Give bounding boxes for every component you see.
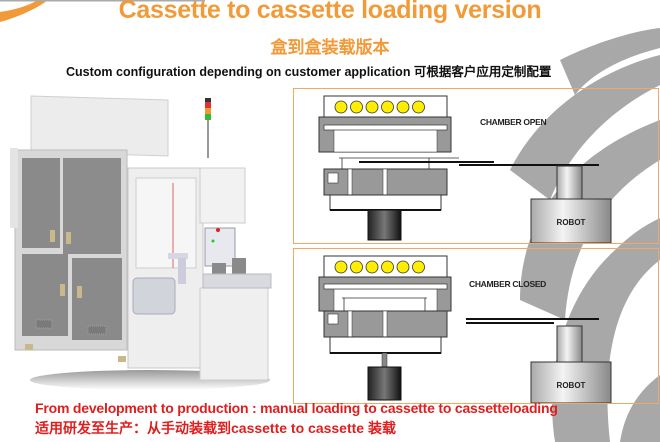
- page-subtitle-chinese: 盒到盒装载版本: [270, 38, 390, 57]
- machine-image: [10, 95, 272, 390]
- machine-foot: [118, 356, 126, 362]
- wafer: [365, 100, 379, 114]
- signal-tower-red: [205, 102, 211, 108]
- wafer: [350, 260, 363, 274]
- chamber-port: [327, 172, 339, 184]
- chamber-slot: [382, 168, 388, 196]
- lift-rod: [381, 352, 388, 368]
- wafer: [396, 260, 410, 274]
- vent-grille: [35, 319, 53, 329]
- cabinet-door-upper-right: [63, 158, 121, 254]
- chamber-lid-inner: [333, 128, 438, 153]
- robot-arm-column: [178, 258, 186, 284]
- footer-chinese-note: 适用研发至生产：从手动装载到cassette to cassette 装载: [35, 420, 396, 436]
- chamber-closed-diagram: ROBOT CHAMBER CLOSED: [318, 255, 612, 404]
- cassette-holder: [232, 258, 246, 274]
- wafer: [381, 100, 394, 114]
- swoosh-5: [620, 375, 660, 442]
- chamber-slot: [347, 310, 353, 338]
- wafer: [412, 100, 425, 114]
- robot-column: [556, 165, 583, 200]
- emergency-stop: [216, 228, 220, 232]
- machine-foot: [25, 344, 33, 350]
- wafer-row: [334, 260, 425, 274]
- robot-label: ROBOT: [557, 381, 586, 390]
- robot-body: [530, 361, 612, 404]
- robot-body: [530, 198, 612, 244]
- indicator-light: [211, 239, 215, 243]
- chamber-stand: [329, 336, 442, 354]
- chamber-state-label: CHAMBER OPEN: [480, 117, 546, 127]
- configuration-note: Custom configuration depending on custom…: [66, 65, 552, 79]
- chamber-open-diagram: ROBOT CHAMBER OPEN: [318, 95, 612, 244]
- control-panel: [204, 227, 236, 267]
- left-side-panel: [10, 148, 18, 228]
- door-handle: [66, 232, 71, 244]
- wafer-row: [334, 100, 425, 114]
- chamber-state-label: CHAMBER CLOSED: [469, 279, 546, 289]
- lift-cylinder: [367, 209, 402, 241]
- lid-rail: [323, 124, 448, 131]
- wafer: [350, 100, 363, 114]
- robot-column: [556, 325, 583, 363]
- chamber-closed-diagram-panel: ROBOT CHAMBER CLOSED: [293, 248, 659, 404]
- chamber-lid-inner: [333, 288, 438, 312]
- door-handle: [60, 284, 65, 296]
- swoosh-1: [560, 28, 660, 95]
- wafer: [381, 260, 394, 274]
- footer-english-note: From development to production : manual …: [35, 400, 558, 416]
- lift-cylinder: [367, 366, 402, 401]
- machine-top-hood: [30, 95, 169, 157]
- robot-arm: [168, 253, 188, 259]
- top-left-orange-swoosh: [0, 0, 48, 22]
- wafer: [334, 100, 348, 114]
- work-table: [202, 273, 272, 289]
- swoosh-2: [510, 55, 660, 200]
- signal-tower-pole: [207, 118, 209, 158]
- chamber-slot: [347, 168, 353, 196]
- cassette-loader-bowl: [132, 277, 176, 315]
- robot-label: ROBOT: [557, 218, 586, 227]
- wafer: [396, 100, 410, 114]
- lid-rail: [323, 283, 448, 290]
- wafer: [412, 260, 425, 274]
- right-module-base: [199, 287, 269, 381]
- chamber-port: [327, 313, 339, 325]
- right-module-top: [199, 167, 246, 224]
- wafer: [334, 260, 348, 274]
- door-handle: [50, 230, 55, 242]
- page-title: Cassette to cassette loading version: [118, 0, 542, 24]
- signal-tower-green: [205, 114, 211, 120]
- door-handle: [77, 286, 82, 298]
- wafer: [365, 260, 379, 274]
- signal-tower-orange: [205, 108, 211, 114]
- signal-tower-cap: [205, 98, 211, 102]
- chamber-stand: [329, 194, 442, 211]
- chamber-slot: [382, 310, 388, 338]
- chamber-open-diagram-panel: ROBOT CHAMBER OPEN: [293, 88, 659, 244]
- vent-grille: [87, 325, 107, 335]
